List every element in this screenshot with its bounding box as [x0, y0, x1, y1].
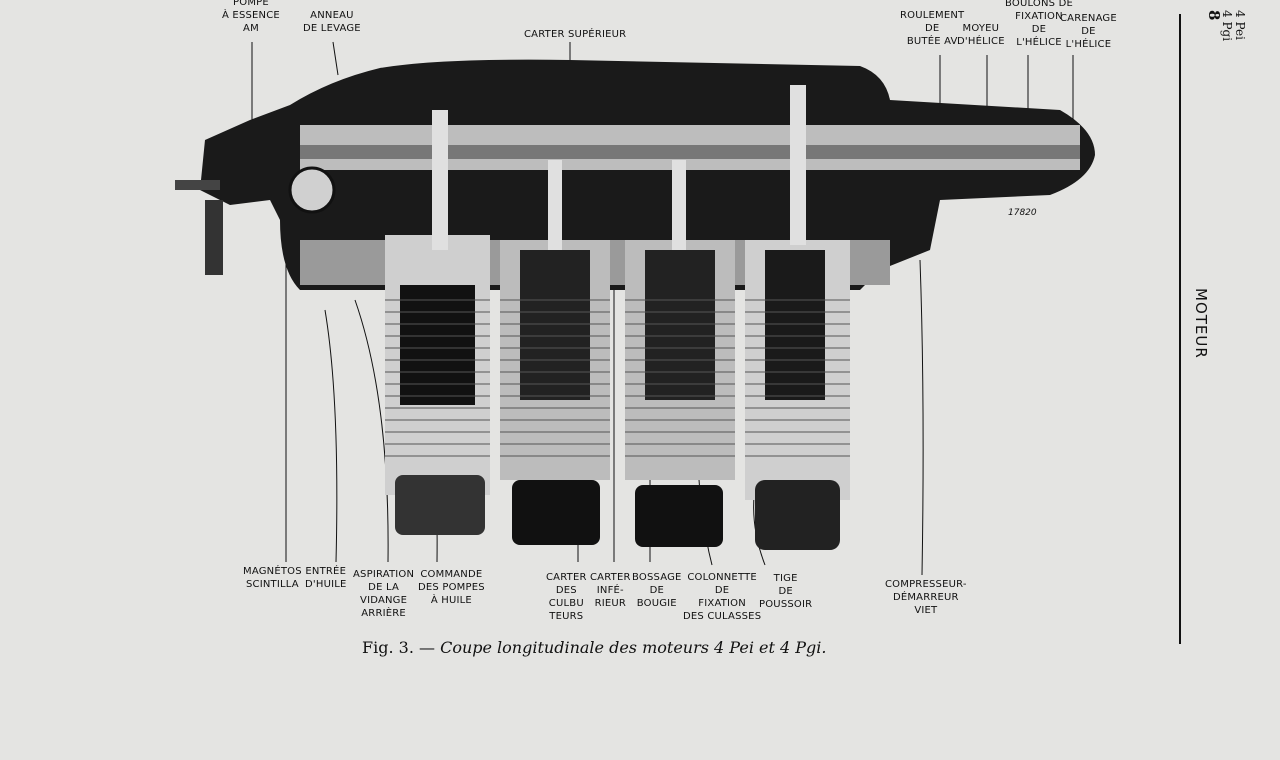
figure-caption: Fig. 3. — Coupe longitudinale des moteur…: [362, 638, 826, 657]
label-moyeu-helice: Moyeu d'hélice: [957, 23, 1005, 47]
label-roulement-butee: Roulement de butée AV: [900, 10, 965, 47]
label-colonnette-fixation: Colonnette de fixation des culasses: [683, 572, 762, 622]
label-pompe-essence: Pompe à essence AM: [222, 0, 280, 34]
label-carter-superieur: Carter supérieur: [524, 29, 627, 40]
label-compresseur-demarreur: Compresseur- démarreur Viet: [885, 579, 967, 616]
label-anneau-levage: Anneau de levage: [303, 10, 361, 34]
label-carter-culbuteurs: Carter des culbu teurs: [546, 572, 587, 622]
engine-body: [175, 59, 1095, 550]
label-carenage-helice: Carenage de l'hélice: [1060, 13, 1117, 50]
section-title: MOTEUR: [1192, 288, 1210, 359]
label-commande-pompes: Commande des pompes à huile: [418, 569, 485, 606]
margin-rule: [1179, 14, 1181, 644]
drawing-number: 17820: [1008, 208, 1037, 218]
caption-prefix: Fig. 3. —: [362, 638, 435, 657]
header-models: 4 Pei 4 Pgi: [1220, 10, 1247, 42]
label-aspiration-vidange: Aspiration de la vidange arrière: [353, 569, 415, 619]
label-magnetos: Magnétos scintilla: [243, 566, 302, 590]
label-tige-poussoir: Tige de poussoir: [759, 573, 813, 610]
connecting-rods: [432, 85, 806, 250]
page-header: 4 Pei 4 Pgi 8: [1205, 10, 1247, 42]
label-boulons-fixation: Boulons de fixation de l'hélice: [1005, 0, 1073, 48]
label-carter-inferieur: Carter infé- rieur: [590, 572, 631, 609]
page-number: 8: [1205, 10, 1223, 21]
label-entree-huile: Entrée d'huile: [305, 566, 347, 590]
label-bossage-bougie: Bossage de bougie: [632, 572, 682, 609]
caption-text: Coupe longitudinale des moteurs 4 Pei et…: [440, 638, 827, 657]
cooling-fins: [385, 299, 850, 457]
